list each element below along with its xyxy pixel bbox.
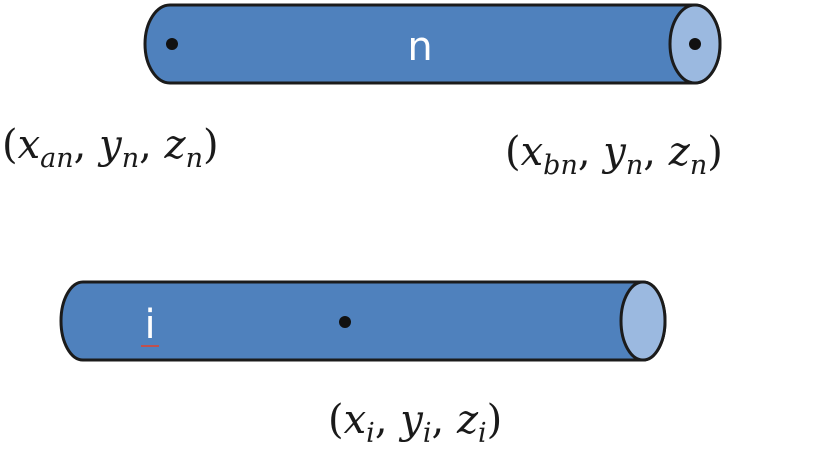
- coordinate-label-b: (xbn, yn, zn): [505, 129, 723, 181]
- cylinder-i-end-cap: [619, 280, 667, 362]
- cylinder-n-label: n: [407, 24, 432, 70]
- cylinder-i: i: [59, 280, 667, 362]
- cylinder-i-midpoint: [339, 316, 351, 328]
- coordinate-label-i: (xi, yi, zi): [328, 397, 502, 449]
- cylinder-n-point-b: [689, 38, 701, 50]
- cylinder-n: n: [143, 3, 722, 85]
- cylinder-n-point-a: [166, 38, 178, 50]
- cylinder-i-label: i: [144, 302, 155, 348]
- coordinate-label-a: (xan, yn, zn): [2, 122, 219, 174]
